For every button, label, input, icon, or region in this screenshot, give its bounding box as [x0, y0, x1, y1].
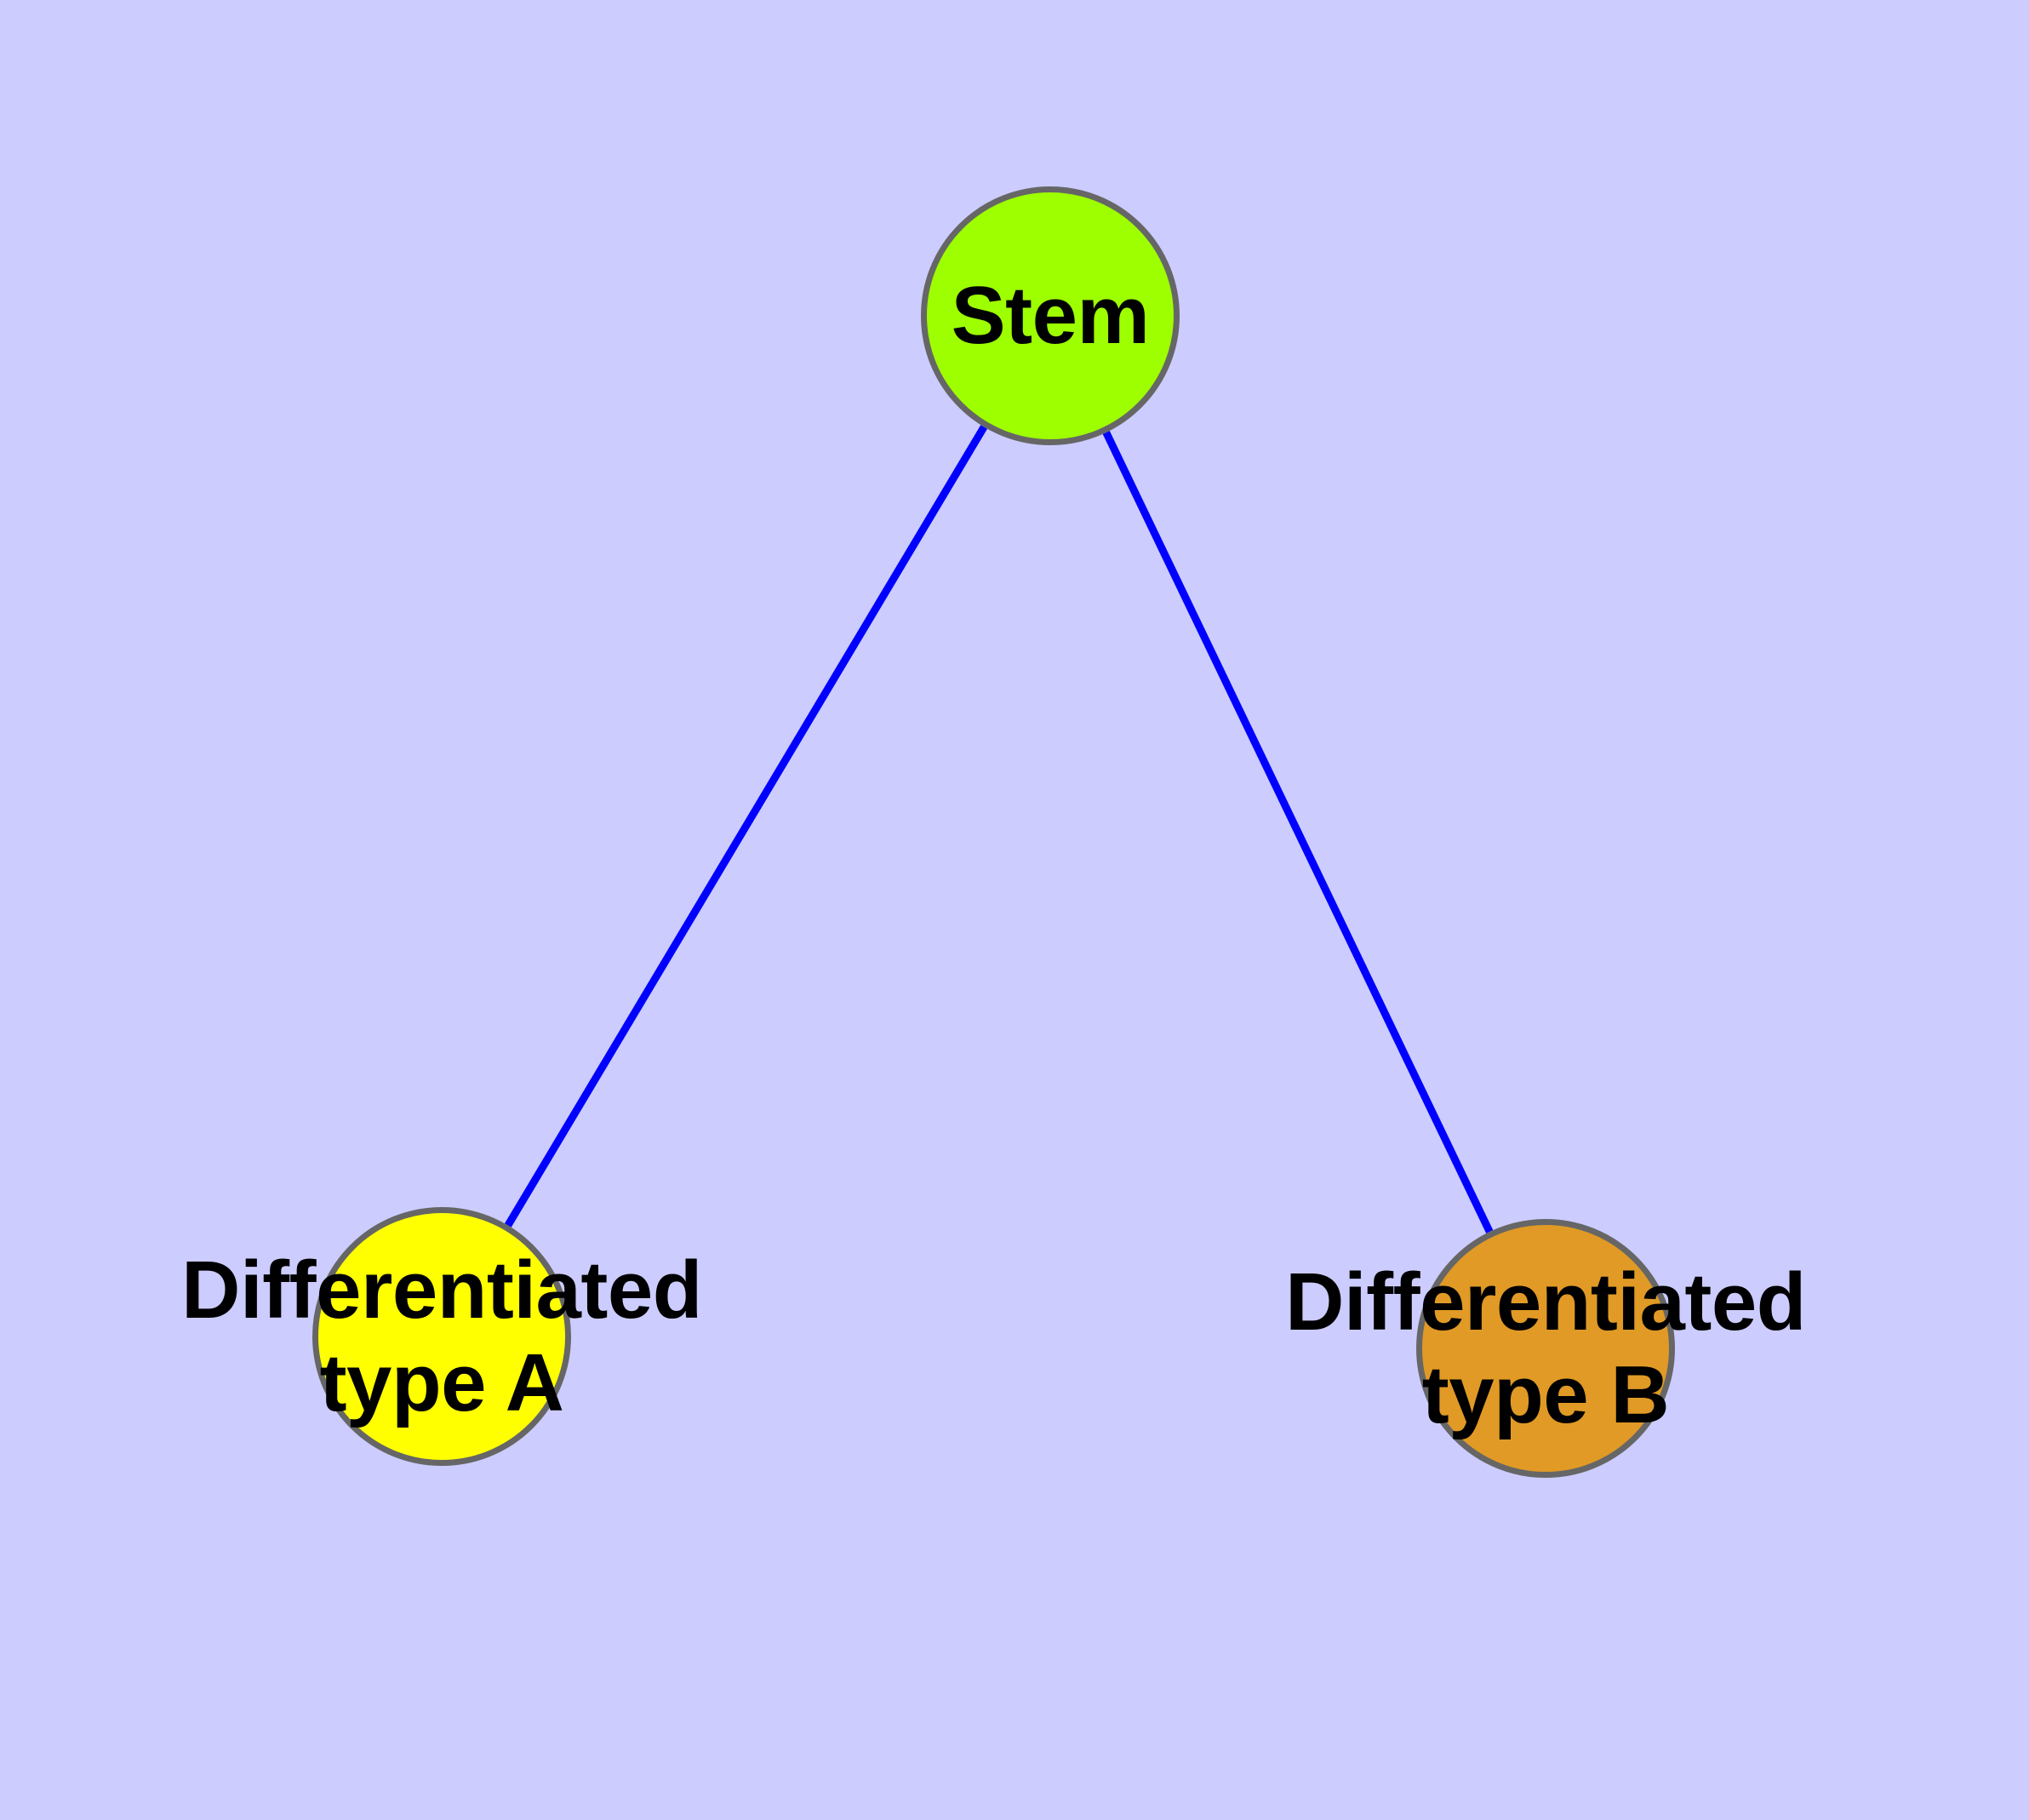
edge-stem-to-differentiated-type-b: [1102, 431, 1494, 1233]
node-label-stem: Stem: [36, 269, 2029, 362]
node-circle-stem[interactable]: [921, 186, 1180, 445]
node-label-stem-line-1: Stem: [951, 270, 1150, 362]
node-label-differentiated-type-a-line-1: Differentiated: [181, 1244, 702, 1336]
node-circle-differentiated-type-a[interactable]: [312, 1207, 571, 1466]
node-label-differentiated-type-a-line-2: type A: [319, 1336, 564, 1428]
node-label-differentiated-type-a: Differentiated type A: [0, 1244, 1456, 1430]
node-circle-differentiated-type-b[interactable]: [1416, 1219, 1675, 1478]
edge-stem-to-differentiated-type-a: [504, 425, 988, 1228]
node-label-differentiated-type-b-line-2: type B: [1421, 1348, 1670, 1440]
node-label-differentiated-type-b: Differentiated type B: [531, 1256, 2029, 1442]
node-label-differentiated-type-b-line-1: Differentiated: [1285, 1256, 1806, 1348]
